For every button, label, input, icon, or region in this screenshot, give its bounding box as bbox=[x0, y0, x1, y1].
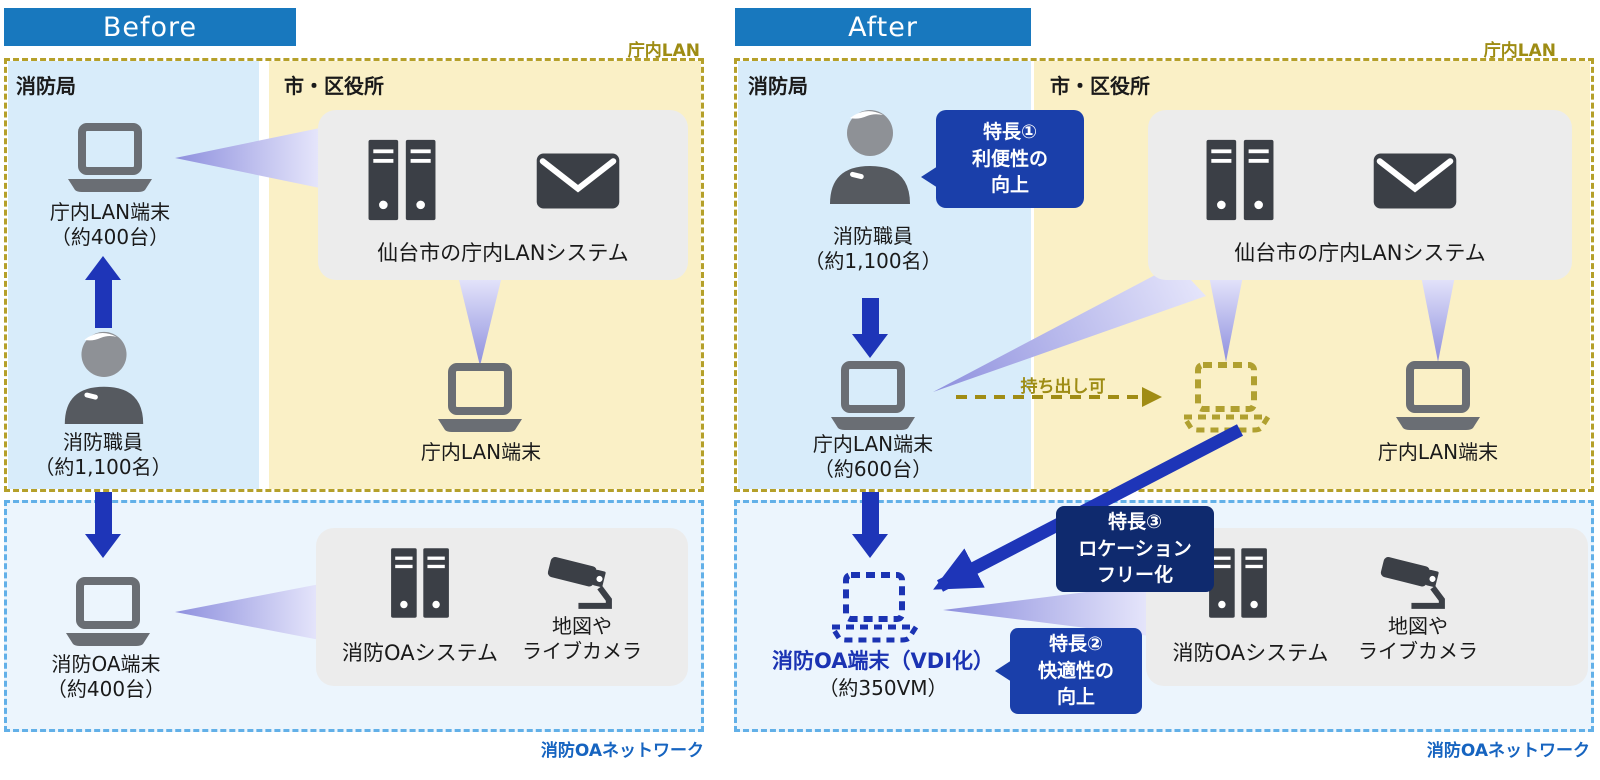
feature1-line: 利便性の bbox=[971, 147, 1048, 170]
before-oa-terminal-label: 消防OA端末 （約400台） bbox=[46, 652, 166, 701]
laptop-icon bbox=[1388, 360, 1488, 434]
feature2-callout: 特長② 快適性の 向上 bbox=[995, 628, 1142, 714]
down-arrow bbox=[852, 492, 888, 558]
after-beams bbox=[933, 264, 1455, 636]
server-icon bbox=[382, 545, 458, 621]
down-arrow bbox=[852, 298, 888, 358]
after-city-terminal-label: 庁内LAN端末 bbox=[1377, 440, 1499, 464]
after-panel: After 庁内LAN bbox=[728, 0, 1600, 780]
after-oa-system-label: 消防OAシステム bbox=[1172, 641, 1329, 665]
feature3-callout: 特長③ ロケーション フリー化 bbox=[1056, 506, 1214, 592]
beam-oa-terminal-to-system bbox=[175, 584, 320, 640]
server-icon bbox=[358, 136, 446, 224]
beam-lan-system-to-terminal bbox=[458, 276, 502, 366]
vdi-laptop-dashed-icon bbox=[824, 570, 924, 644]
before-city-office-label: 市・区役所 bbox=[284, 74, 384, 98]
beam-system-to-lan-terminal bbox=[933, 264, 1206, 392]
down-arrow bbox=[85, 492, 121, 558]
laptop-icon bbox=[823, 360, 923, 434]
beam-system-to-portable-terminal bbox=[1209, 276, 1243, 362]
feature3-line: フリー化 bbox=[1096, 564, 1173, 587]
camera-icon bbox=[1376, 545, 1456, 615]
person-icon bbox=[824, 106, 916, 206]
camera-icon bbox=[543, 545, 623, 615]
after-oa-zone-label: 消防OAネットワーク bbox=[1426, 741, 1590, 761]
beam-laptop-to-lan-system bbox=[175, 128, 320, 188]
after-vdi-terminal-label: 消防OA端末（VDI化） bbox=[771, 649, 995, 673]
after-header: After bbox=[735, 8, 1031, 46]
person-icon bbox=[58, 328, 150, 426]
after-vdi-terminal-count: （約350VM） bbox=[818, 676, 948, 700]
feature3-line: 特長③ bbox=[1107, 511, 1163, 534]
after-staff-label: 消防職員 （約1,100名） bbox=[804, 224, 942, 273]
after-lan-zone-label: 庁内LAN bbox=[1483, 41, 1556, 61]
after-fire-bureau-label: 消防局 bbox=[748, 74, 808, 98]
before-staff-label: 消防職員 （約1,100名） bbox=[34, 430, 172, 479]
feature1-line: 特長① bbox=[982, 121, 1038, 144]
after-camera-label: 地図や ライブカメラ bbox=[1358, 614, 1478, 663]
beam-system-to-city-terminal bbox=[1421, 276, 1455, 362]
mail-icon bbox=[535, 150, 621, 212]
laptop-icon bbox=[430, 362, 530, 436]
takeout-label: 持ち出し可 bbox=[1020, 377, 1106, 397]
up-arrow bbox=[85, 256, 121, 328]
before-lan-terminal-label: 庁内LAN端末 （約400台） bbox=[49, 200, 171, 249]
feature1-line: 向上 bbox=[990, 174, 1029, 197]
laptop-icon bbox=[60, 122, 160, 196]
feature2-line: 特長② bbox=[1048, 633, 1104, 656]
before-camera-label: 地図や ライブカメラ bbox=[522, 614, 642, 663]
feature2-line: 向上 bbox=[1056, 686, 1095, 709]
before-panel: Before 庁内LAN 消防局 市・区役所 bbox=[0, 0, 710, 780]
before-lan-zone-label: 庁内LAN bbox=[627, 41, 700, 61]
before-oa-zone-label: 消防OAネットワーク bbox=[540, 741, 704, 761]
laptop-icon bbox=[58, 576, 158, 650]
before-header: Before bbox=[4, 8, 296, 46]
feature3-line: ロケーション bbox=[1078, 537, 1192, 560]
feature2-line: 快適性の bbox=[1037, 659, 1114, 682]
feature1-callout: 特長① 利便性の 向上 bbox=[921, 110, 1084, 208]
beam-vdi-to-oa-system bbox=[943, 584, 1150, 636]
after-lan-terminal-label: 庁内LAN端末 （約600台） bbox=[812, 432, 934, 481]
after-lan-system-label: 仙台市の庁内LANシステム bbox=[1234, 241, 1486, 265]
portable-laptop-dashed-icon bbox=[1176, 360, 1276, 434]
before-beams bbox=[175, 128, 502, 640]
before-lan-system-label: 仙台市の庁内LANシステム bbox=[377, 241, 629, 265]
server-icon bbox=[1196, 136, 1284, 224]
mail-icon bbox=[1372, 150, 1458, 212]
after-city-office-label: 市・区役所 bbox=[1050, 74, 1150, 98]
before-oa-system-label: 消防OAシステム bbox=[342, 641, 498, 665]
before-fire-bureau-label: 消防局 bbox=[16, 74, 76, 98]
before-oa-system-box bbox=[316, 528, 688, 686]
before-city-terminal-label: 庁内LAN端末 bbox=[420, 440, 542, 464]
